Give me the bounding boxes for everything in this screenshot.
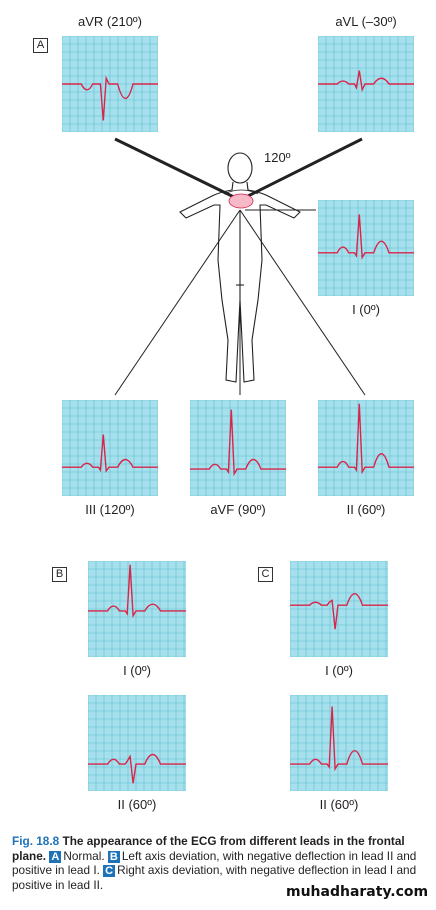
caption-box-b: B xyxy=(107,850,120,863)
ecg-c-lead2 xyxy=(290,695,388,791)
ecg-lead1 xyxy=(318,200,414,296)
heart-icon xyxy=(228,193,254,209)
caption-box-a: A xyxy=(49,850,62,863)
panel-label-b: B xyxy=(52,567,67,582)
avl-lead-line xyxy=(241,137,363,201)
ecg-trace xyxy=(190,409,286,477)
ecg-trace xyxy=(318,70,414,93)
caption-b-text: Left axis deviation, with negative defle… xyxy=(12,848,417,878)
caption-fig-number: Fig. 18.8 xyxy=(12,834,60,848)
ecg-avl xyxy=(318,36,414,132)
ecg-avr xyxy=(62,36,158,132)
ecg-trace xyxy=(290,592,388,630)
ecg-lead2 xyxy=(318,400,414,496)
label-c-lead2: II (60º) xyxy=(319,797,359,812)
ecg-trace xyxy=(318,214,414,260)
panel-label-a: A xyxy=(33,38,48,53)
angle-arc xyxy=(223,189,259,195)
label-b-lead2: II (60º) xyxy=(117,797,157,812)
caption-a-text: Normal. xyxy=(63,848,105,863)
ecg-trace xyxy=(290,706,388,772)
ecg-b-lead2 xyxy=(88,695,186,791)
label-avf: aVF (90º) xyxy=(210,502,266,517)
ecg-trace xyxy=(62,434,158,473)
label-lead2: II (60º) xyxy=(346,502,386,517)
panel-label-c: C xyxy=(258,567,273,582)
label-c-lead1: I (0º) xyxy=(325,663,353,678)
ecg-c-lead1 xyxy=(290,561,388,657)
label-avl: aVL (–30º) xyxy=(335,14,397,29)
figure-caption: Fig. 18.8 The appearance of the ECG from… xyxy=(12,834,422,892)
body-diagram xyxy=(114,137,366,396)
ecg-b-lead1 xyxy=(88,561,186,657)
caption-title: The appearance of the ECG from different… xyxy=(12,834,405,863)
caption-c-text: Right axis deviation, with negative defl… xyxy=(12,863,417,892)
label-lead1: I (0º) xyxy=(352,302,380,317)
human-outline xyxy=(179,152,301,383)
ecg-lead3 xyxy=(62,400,158,496)
angle-label: 120º xyxy=(264,150,291,165)
avr-lead-line xyxy=(114,137,239,201)
ecg-trace xyxy=(318,403,414,475)
label-avr: aVR (210º) xyxy=(78,14,142,29)
label-lead3: III (120º) xyxy=(85,502,135,517)
watermark: muhadharaty.com xyxy=(286,884,429,900)
caption-box-c: C xyxy=(103,865,116,877)
ecg-trace xyxy=(62,75,158,121)
ecg-trace xyxy=(88,753,186,784)
ecg-trace xyxy=(88,564,186,618)
label-b-lead1: I (0º) xyxy=(123,663,151,678)
ecg-avf xyxy=(190,400,286,496)
lead3-line xyxy=(114,209,241,396)
